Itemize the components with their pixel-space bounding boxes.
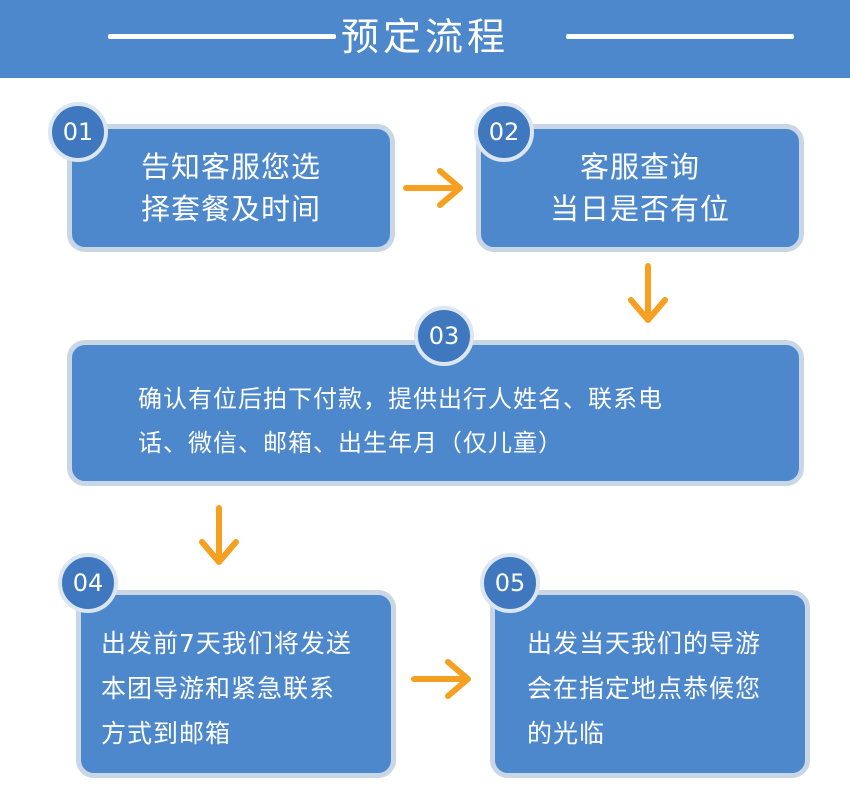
- arrow-right-icon: [411, 659, 471, 699]
- title-rule-left: [108, 34, 336, 39]
- step-box-01: 告知客服您选 择套餐及时间: [67, 124, 395, 252]
- step-number-badge-05: 05: [480, 553, 540, 613]
- step-number-badge-02: 02: [474, 102, 534, 162]
- step-number-badge-01: 01: [48, 102, 108, 162]
- page-title: 预定流程: [340, 15, 509, 59]
- title-rule-right: [566, 34, 794, 39]
- step-text-05: 出发当天我们的导游 会在指定地点恭候您 的光临: [527, 629, 762, 748]
- step-number-badge-04: 04: [58, 553, 118, 613]
- header-banner: 预定流程: [0, 0, 850, 78]
- step-text-03: 确认有位后拍下付款，提供出行人姓名、联系电 话、微信、邮箱、出生年月（仅儿童）: [138, 385, 663, 457]
- arrow-down-icon: [199, 505, 239, 565]
- step-text-01: 告知客服您选 择套餐及时间: [140, 150, 321, 226]
- arrow-down-icon: [628, 263, 668, 323]
- step-text-04: 出发前7天我们将发送 本团导游和紧急联系 方式到邮箱: [101, 629, 352, 748]
- arrow-right-icon: [403, 168, 463, 208]
- step-box-04: 出发前7天我们将发送 本团导游和紧急联系 方式到邮箱: [76, 590, 396, 778]
- step-box-05: 出发当天我们的导游 会在指定地点恭候您 的光临: [490, 590, 810, 778]
- step-text-02: 客服查询 当日是否有位: [549, 150, 730, 226]
- step-number-badge-03: 03: [414, 306, 474, 366]
